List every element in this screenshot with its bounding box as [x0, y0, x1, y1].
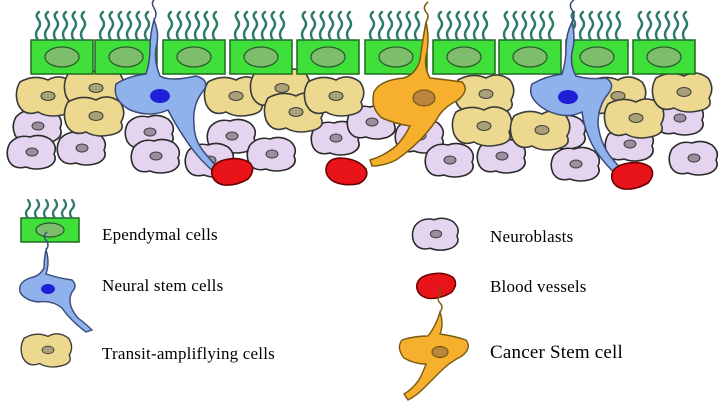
legend-neural-stem-label: Neural stem cells [102, 276, 224, 295]
blood-vessel-icon [416, 272, 457, 300]
legend-neuroblasts-label: Neuroblasts [490, 227, 574, 246]
legend-cancer-stem-label: Cancer Stem cell [490, 342, 623, 363]
legend-transit-label: Transit-ampliflying cells [102, 344, 275, 363]
ependymal-layer [29, 10, 697, 76]
transit-amplifying-cell-icon [20, 333, 73, 368]
tissue-cancer-stem-cell [369, 1, 466, 167]
neural-stem-cell-icon [19, 231, 94, 333]
neuroblast-icon [411, 217, 459, 251]
cancer-stem-cell-icon [398, 286, 469, 401]
ependymal-cell-icon [20, 198, 80, 243]
legend-blood-vessels-label: Blood vessels [490, 277, 587, 296]
legend-ependymal-label: Ependymal cells [102, 225, 218, 244]
